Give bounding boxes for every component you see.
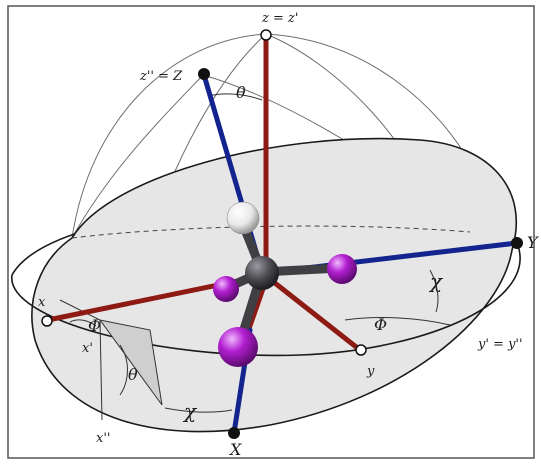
- label-phi-right: Φ: [374, 315, 387, 334]
- ligand-atom-bottom: [218, 327, 258, 367]
- central-atom: [245, 256, 279, 290]
- Z-axis-endpoint: [198, 68, 210, 80]
- hydrogen-atom: [226, 201, 260, 235]
- label-y: y: [366, 364, 375, 379]
- label-z-top: z = z': [261, 11, 298, 26]
- X-axis-endpoint: [228, 427, 240, 439]
- ligand-atom-left: [213, 276, 239, 302]
- ligand-atom-right: [327, 254, 357, 284]
- x-axis-endpoint: [41, 315, 53, 327]
- plane-dashed-line: [71, 225, 471, 239]
- label-x-prime: x': [82, 341, 93, 356]
- label-theta-bottom: θ: [128, 365, 138, 384]
- figure-frame: [7, 5, 535, 459]
- label-theta-top: θ: [236, 83, 246, 102]
- label-x-double: x'': [96, 431, 110, 446]
- x-prime-arc: [59, 299, 103, 421]
- label-Y: Y: [527, 233, 539, 252]
- label-chi-bottom: χ: [182, 399, 198, 423]
- label-X: X: [228, 440, 242, 459]
- label-phi-left: Φ: [88, 316, 101, 335]
- z-axis-endpoint: [260, 29, 272, 41]
- theta-wedge: [98, 319, 163, 406]
- Y-axis-endpoint: [511, 237, 523, 249]
- y-axis-endpoint: [355, 344, 367, 356]
- label-chi-right: χ: [428, 269, 444, 293]
- label-z-double: z'' = Z: [139, 69, 183, 84]
- label-y-prime: y' = y'': [477, 337, 523, 352]
- equator-circle-front: [11, 242, 521, 357]
- label-x: x: [38, 295, 46, 310]
- angle-arcs: [69, 93, 451, 413]
